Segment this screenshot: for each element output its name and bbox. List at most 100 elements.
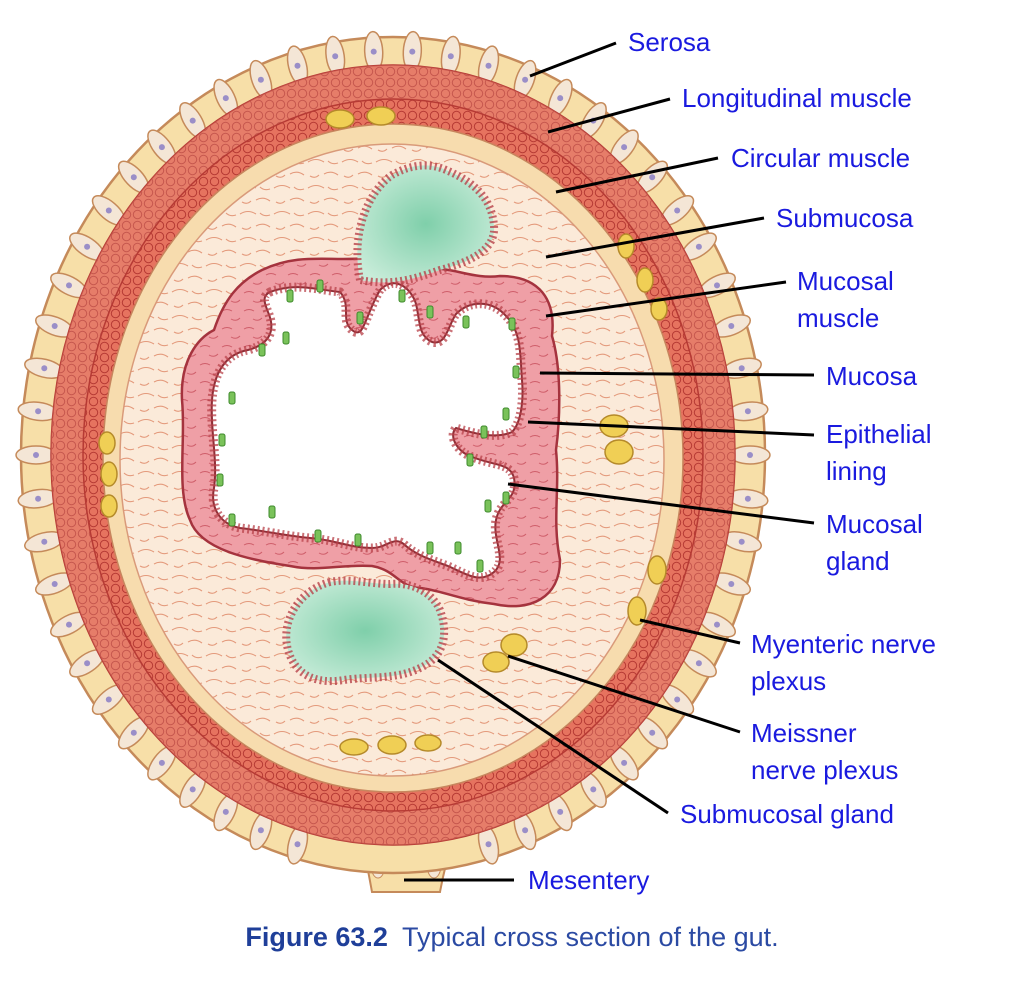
- label-meissner-nerve-plexus: Meissner nerve plexus: [751, 718, 899, 785]
- serosa-cell-nucleus: [294, 841, 301, 848]
- serosa-cell-nucleus: [130, 729, 137, 736]
- leader-lines: [404, 41, 815, 882]
- goblet-cell: [286, 289, 294, 303]
- leader-mucosa: [539, 371, 815, 377]
- goblet-cell: [354, 533, 362, 547]
- serosa-cell-nucleus: [84, 660, 91, 667]
- leader-longitudinal-muscle: [547, 97, 671, 134]
- serosa-cell-nucleus: [105, 207, 112, 214]
- serosa-cell-nucleus: [714, 621, 720, 628]
- serosa-cell-nucleus: [522, 76, 529, 83]
- label-mucosal-gland: Mucosal gland: [826, 509, 923, 576]
- label-circular-muscle: Circular muscle: [731, 143, 911, 173]
- myenteric-nerve-plexus: [98, 106, 668, 756]
- serosa-cell-nucleus: [674, 207, 681, 214]
- goblet-cell: [268, 505, 276, 519]
- mucosal-gland: [216, 279, 520, 573]
- figure-number: Figure 63.2: [245, 922, 388, 952]
- serosa-cell-nucleus: [695, 660, 702, 667]
- goblet-cell: [484, 499, 492, 513]
- goblet-cell: [228, 513, 236, 527]
- serosa-cell-nucleus: [84, 243, 91, 250]
- goblet-cell: [356, 311, 364, 325]
- label-submucosal-gland: Submucosal gland: [680, 799, 894, 829]
- goblet-cell: [466, 453, 474, 467]
- serosa-cell-nucleus: [66, 621, 72, 628]
- serosa-cell-nucleus: [158, 144, 165, 151]
- leader-submucosal-gland: [437, 658, 669, 815]
- goblet-cell: [508, 317, 516, 331]
- leader-meissner-nerve-plexus: [507, 654, 741, 734]
- serosa-cell-nucleus: [35, 495, 42, 502]
- epithelial-lining: [207, 278, 527, 582]
- goblet-cell: [454, 541, 462, 555]
- serosa-cell-nucleus: [222, 95, 229, 102]
- serosa-cell-nucleus: [695, 243, 702, 250]
- goblet-cell: [426, 305, 434, 319]
- goblet-cell: [502, 491, 510, 505]
- serosa-cell-nucleus: [728, 581, 735, 587]
- submucosal-gland-upper: [353, 161, 499, 287]
- serosa-cell-nucleus: [738, 365, 745, 372]
- serosa-cell-nucleus: [590, 786, 597, 793]
- serosa-cell-nucleus: [35, 408, 42, 415]
- serosa-cell-nucleus: [33, 452, 39, 458]
- goblet-cell: [512, 365, 520, 379]
- goblet-cell: [462, 315, 470, 329]
- goblet-cell: [480, 425, 488, 439]
- goblet-cell: [282, 331, 290, 345]
- serosa-cell-nucleus: [744, 408, 751, 415]
- serosa-cell-nucleus: [557, 95, 564, 102]
- serosa-cell-nucleus: [485, 62, 492, 69]
- goblet-cell: [398, 289, 406, 303]
- serosa-cell-nucleus: [51, 323, 58, 329]
- label-myenteric-nerve-plexus: Myenteric nerve plexus: [751, 629, 936, 696]
- label-mesentery: Mesentery: [528, 865, 650, 895]
- goblet-cell: [216, 473, 224, 487]
- serosa-cell-nucleus: [66, 282, 72, 289]
- serosa-cell-nucleus: [728, 323, 735, 329]
- serosa-cell-nucleus: [738, 538, 745, 545]
- figure-caption: Figure 63.2 Typical cross section of the …: [0, 922, 1024, 953]
- serosa-cell-nucleus: [332, 53, 339, 60]
- serosa-cell-nucleus: [294, 62, 301, 69]
- goblet-cell: [258, 343, 266, 357]
- leader-mucosal-gland: [507, 482, 815, 525]
- goblet-cell: [426, 541, 434, 555]
- serosa-cell-nucleus: [257, 827, 264, 834]
- goblet-cell: [316, 279, 324, 293]
- goblet-cell: [228, 391, 236, 405]
- serosa-cell-nucleus: [41, 538, 48, 545]
- goblet-cell: [502, 407, 510, 421]
- serosa-cell-nucleus: [485, 841, 492, 848]
- serosa-cell-nucleus: [130, 174, 137, 181]
- serosa-cell-nucleus: [744, 495, 751, 502]
- serosa-cell-nucleus: [222, 808, 229, 815]
- label-epithelial-lining: Epithelial lining: [826, 419, 932, 486]
- serosa-cell-nucleus: [649, 729, 656, 736]
- label-mucosa: Mucosa: [826, 361, 918, 391]
- serosa-cell-nucleus: [714, 282, 720, 289]
- serosa-cell-nucleus: [649, 174, 656, 181]
- goblet-cell: [218, 433, 226, 447]
- serosa-cell-nucleus: [105, 696, 112, 703]
- serosa-cell-nucleus: [51, 581, 58, 587]
- serosa-cell-nucleus: [409, 48, 416, 55]
- serosa-cell-nucleus: [621, 759, 628, 766]
- serosa-cell-nucleus: [747, 452, 753, 458]
- label-submucosa: Submucosa: [776, 203, 914, 233]
- serosa-cell-nucleus: [557, 808, 564, 815]
- serosa-cell-nucleus: [447, 53, 454, 60]
- meissner-nerve-plexus: [482, 414, 634, 673]
- leader-circular-muscle: [555, 156, 719, 194]
- leader-mucosal-muscle: [545, 280, 787, 318]
- serosa-cell-nucleus: [41, 365, 48, 372]
- label-longitudinal-muscle: Longitudinal muscle: [682, 83, 912, 113]
- serosa-cell-nucleus: [522, 827, 529, 834]
- label-serosa: Serosa: [628, 27, 711, 57]
- goblet-cell: [314, 529, 322, 543]
- submucosal-gland-lower: [282, 576, 449, 686]
- figure-caption-text: Typical cross section of the gut.: [401, 922, 779, 952]
- serosa-cell-nucleus: [257, 76, 264, 83]
